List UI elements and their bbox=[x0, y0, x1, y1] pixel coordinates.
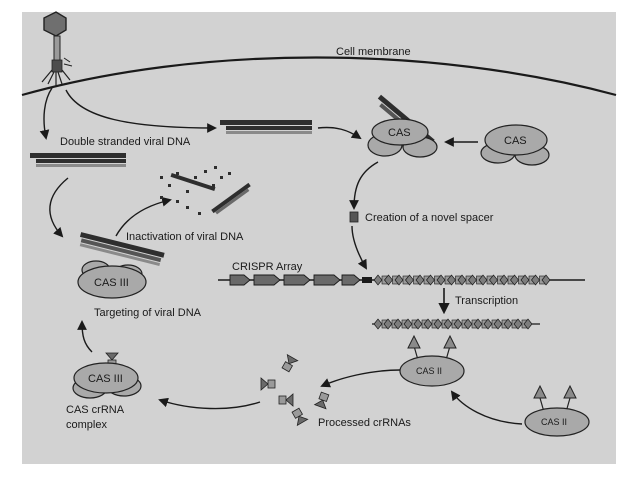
cas-crrna-complex-label-line1: CAS crRNA bbox=[66, 404, 125, 416]
dna-fragment-icon bbox=[198, 212, 201, 215]
cell-membrane-label: Cell membrane bbox=[336, 46, 411, 58]
arrow-complex-to-spacer bbox=[349, 161, 379, 210]
crispr-array-label: CRISPR Array bbox=[232, 261, 303, 273]
dna-fragment-icon bbox=[194, 176, 197, 179]
dna-fragment-icon bbox=[212, 184, 215, 187]
dna-fragment-icon bbox=[214, 166, 217, 169]
viral-dsdna-left-icon bbox=[30, 153, 126, 167]
cas-protein-right-icon bbox=[480, 124, 550, 166]
arrow-targeting-to-inactivation bbox=[115, 196, 172, 237]
novel-spacer-icon bbox=[349, 211, 359, 223]
leader-sequence-icon bbox=[362, 277, 372, 283]
crispr-repeat-icon bbox=[541, 274, 551, 286]
cas-gene-icon bbox=[253, 274, 281, 286]
cas-ii-left-label: CAS II bbox=[416, 366, 442, 376]
dna-fragment-icon bbox=[160, 196, 163, 199]
cas-gene-icon bbox=[283, 274, 311, 286]
pre-crrna-group bbox=[373, 318, 533, 330]
cas-iii-complex-label: CAS III bbox=[88, 373, 123, 385]
dna-fragment-icon bbox=[160, 176, 163, 179]
arrow-spacer-to-array bbox=[351, 225, 367, 270]
cas-complex-top-icon bbox=[367, 94, 438, 158]
dna-fragment-icon bbox=[220, 176, 223, 179]
dna-fragment-icon bbox=[228, 172, 231, 175]
cas-iii-targeting-icon bbox=[77, 232, 165, 299]
dna-fragments-group bbox=[160, 166, 231, 215]
bacteriophage-icon bbox=[41, 11, 73, 86]
inactivation-of-viral-dna-label: Inactivation of viral DNA bbox=[126, 231, 244, 243]
cas-gene-icon bbox=[341, 274, 361, 286]
cas-gene-icon bbox=[313, 274, 341, 286]
dna-fragment-icon bbox=[176, 172, 179, 175]
arrow-dsdna-to-cas bbox=[317, 126, 362, 140]
processed-crrnas-label: Processed crRNAs bbox=[318, 417, 411, 429]
degraded-dna-icon bbox=[170, 172, 251, 215]
viral-dsdna-top-icon bbox=[220, 120, 312, 134]
cas-gene-icon bbox=[229, 274, 251, 286]
cas-top-label: CAS bbox=[388, 127, 411, 139]
dna-fragment-icon bbox=[186, 190, 189, 193]
cas-crrna-complex-label-line2: complex bbox=[66, 419, 107, 431]
dna-fragment-icon bbox=[176, 200, 179, 203]
creation-of-novel-spacer-label: Creation of a novel spacer bbox=[365, 212, 494, 224]
cas-ii-left-icon bbox=[399, 334, 465, 387]
double-stranded-viral-dna-label: Double stranded viral DNA bbox=[60, 136, 191, 148]
arrow-phage-to-cas bbox=[65, 89, 217, 133]
arrow-dsdna-to-targeting bbox=[49, 177, 69, 238]
arrow-phage-to-dsdna bbox=[39, 87, 53, 140]
cas-right-label: CAS bbox=[504, 135, 527, 147]
targeting-of-viral-dna-label: Targeting of viral DNA bbox=[94, 307, 202, 319]
cas-iii-targeting-label: CAS III bbox=[94, 277, 129, 289]
arrow-complex-to-targeting bbox=[77, 320, 93, 353]
cell-membrane-curve bbox=[21, 56, 617, 97]
dna-fragment-icon bbox=[204, 170, 207, 173]
pre-crrna-repeat-icon bbox=[523, 318, 533, 330]
arrow-cas-ii-to-crrnas bbox=[320, 369, 401, 388]
crispr-repeats-group bbox=[373, 274, 551, 286]
cas-ii-right-label: CAS II bbox=[541, 417, 567, 427]
dna-fragment-icon bbox=[168, 184, 171, 187]
arrow-cas-ii-right-to-left bbox=[450, 390, 523, 425]
cas-genes-group bbox=[229, 274, 372, 286]
cas-ii-right-icon bbox=[524, 384, 590, 437]
diagram-background bbox=[22, 12, 616, 464]
arrow-crrnas-to-complex bbox=[158, 397, 261, 410]
processed-crrnas-icon bbox=[260, 353, 330, 427]
transcription-label: Transcription bbox=[455, 295, 518, 307]
cas-crrna-complex-icon bbox=[72, 352, 142, 399]
dna-fragment-icon bbox=[186, 206, 189, 209]
